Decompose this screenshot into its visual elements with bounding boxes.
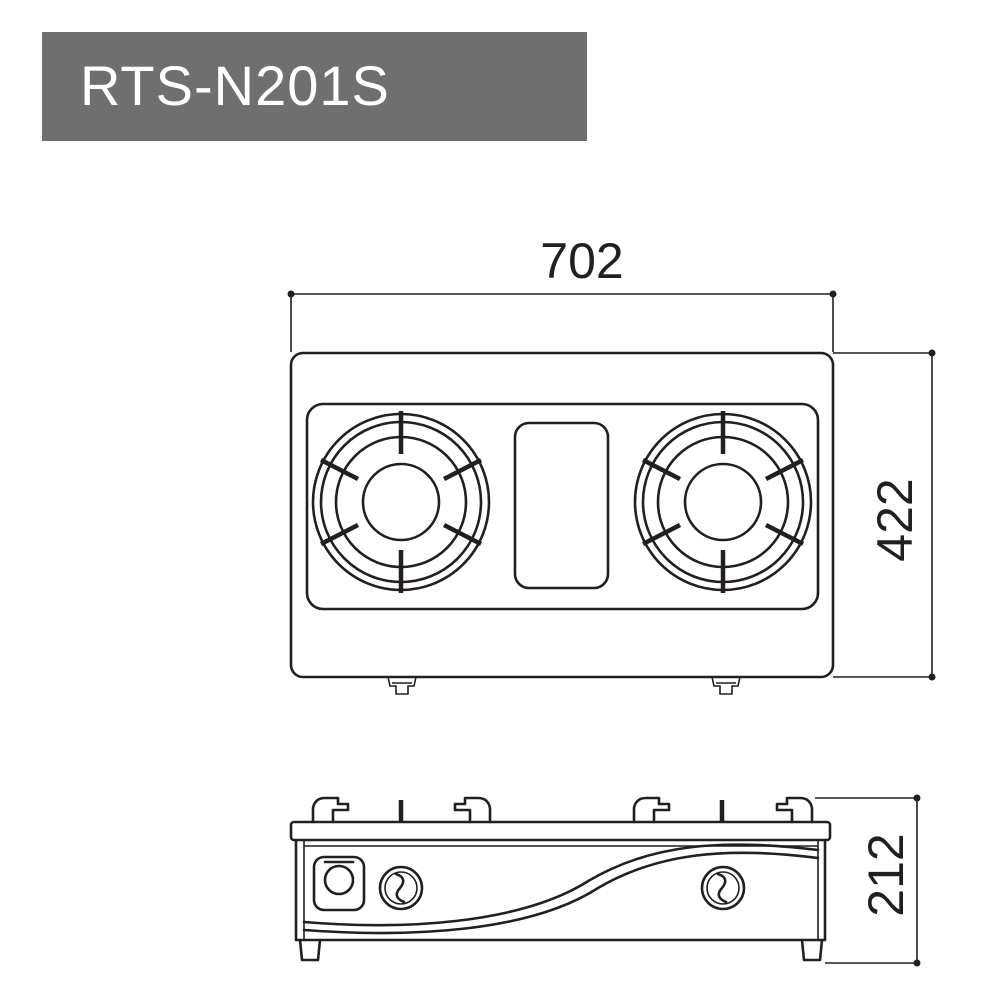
width-dimension: 702 xyxy=(287,233,837,352)
pan-support xyxy=(775,796,814,824)
width-dimension-end-right xyxy=(829,290,837,298)
model-title: RTS-N201S xyxy=(80,54,390,117)
depth-dimension-end-bottom xyxy=(928,673,936,681)
front-wave-line-2 xyxy=(302,851,820,935)
left-burner-ring-3 xyxy=(334,435,468,569)
height-dimension-label: 212 xyxy=(858,833,914,916)
right-grate-arm xyxy=(764,522,805,547)
right-grate-arm xyxy=(641,522,682,547)
left-burner-top xyxy=(311,411,491,593)
left-burner-cap xyxy=(361,462,441,542)
front-wave-line xyxy=(302,843,820,927)
height-dimension-end-bottom xyxy=(913,959,921,967)
left-grate-arm xyxy=(442,457,483,482)
front-foot-right xyxy=(800,938,824,962)
depth-dimension-end-top xyxy=(928,349,936,357)
pan-support xyxy=(311,796,350,824)
right-burner-cap xyxy=(683,462,763,542)
battery-compartment xyxy=(312,855,366,912)
model-banner: RTS-N201S xyxy=(42,32,587,141)
pan-support xyxy=(632,796,671,824)
knob-stem-left xyxy=(387,676,417,695)
depth-dimension-label: 422 xyxy=(867,478,923,561)
front-top-plate xyxy=(289,820,832,842)
top-view: 702 422 xyxy=(287,233,936,695)
height-dimension-end-top xyxy=(913,794,921,802)
width-dimension-label: 702 xyxy=(540,233,623,289)
height-dimension: 212 xyxy=(815,794,921,967)
center-plate xyxy=(513,421,610,590)
knob-stem-right xyxy=(711,676,741,695)
width-dimension-end-left xyxy=(287,290,295,298)
pan-supports xyxy=(311,796,814,824)
left-grate-arm xyxy=(442,522,483,547)
right-control-knob xyxy=(700,865,746,911)
right-grate-arm xyxy=(764,457,805,482)
front-foot-left xyxy=(298,938,322,962)
right-burner-ring-3 xyxy=(656,435,790,569)
front-view: 212 xyxy=(289,794,921,967)
front-body xyxy=(294,838,827,942)
front-body-side-trim xyxy=(303,840,819,940)
left-grate-arm xyxy=(319,522,360,547)
stove-top-outline xyxy=(289,351,835,679)
stove-top-panel xyxy=(305,402,820,611)
depth-dimension: 422 xyxy=(833,349,936,681)
left-control-knob xyxy=(378,865,424,911)
right-burner-top xyxy=(633,411,813,593)
right-grate-arm xyxy=(641,457,682,482)
pan-support xyxy=(453,796,492,824)
left-grate-arm xyxy=(319,457,360,482)
